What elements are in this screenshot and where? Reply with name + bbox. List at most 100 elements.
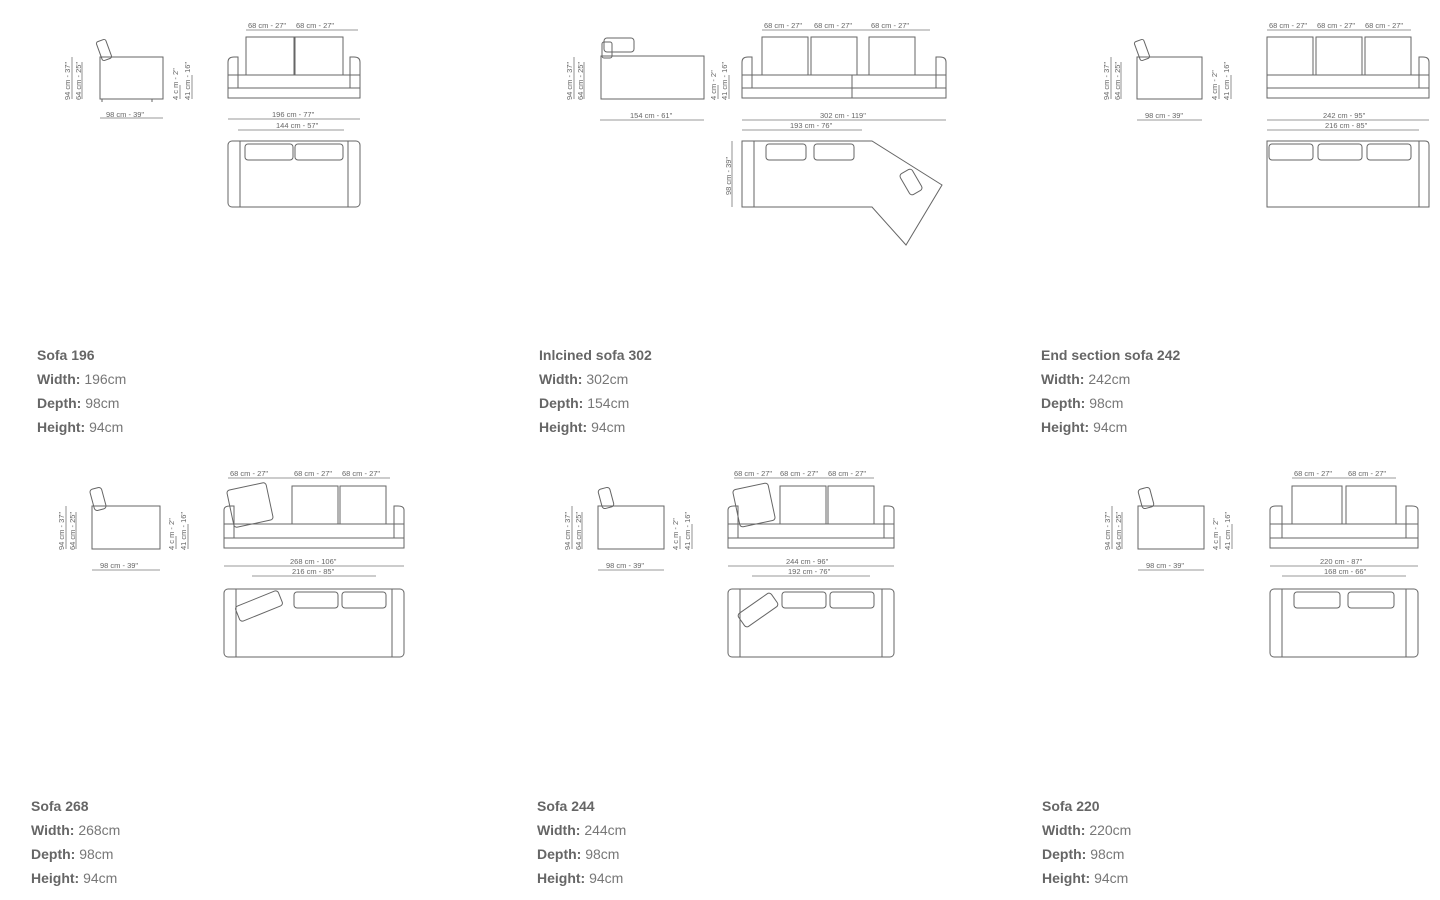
dim-inner-width: 168 cm - 66" xyxy=(1324,567,1367,576)
spec-width-value: 302cm xyxy=(586,371,629,387)
product-name: Sofa 220 xyxy=(1042,798,1100,814)
drawing-svg: 94 cm - 37" 64 cm - 25" 98 cm - 39" 4 c … xyxy=(563,469,895,658)
dim-seat-height: 41 cm - 16" xyxy=(1223,512,1232,550)
dim-cushion: 4 c m - 2" xyxy=(671,518,680,550)
spec-height-value: 94cm xyxy=(1093,419,1128,435)
spec-height: Height: 94cm xyxy=(539,415,652,439)
dim-total-width: 242 cm - 95" xyxy=(1323,111,1366,120)
spec-depth-value: 98cm xyxy=(1090,846,1125,862)
dim-side-depth: 98 cm - 39" xyxy=(1145,111,1183,120)
front-view: 68 cm - 27" 68 cm - 27" 68 cm - 27" 268 … xyxy=(223,469,405,577)
technical-drawing: 94 cm - 37" 64 cm - 25" 98 cm - 39" 4 cm… xyxy=(1034,0,1440,330)
dim-module-2: 68 cm - 27" xyxy=(814,21,852,30)
spec-width: Width: 244cm xyxy=(537,818,626,842)
dim-module-2: 68 cm - 27" xyxy=(1348,469,1386,478)
drawing-svg: 94 cm - 37" 64 cm - 25" 98 cm - 39" 4 c … xyxy=(57,469,405,658)
spec-height-label: Height: xyxy=(539,419,588,435)
spec-depth: Depth: 98cm xyxy=(31,842,120,866)
dim-inner-width: 216 cm - 85" xyxy=(1325,121,1368,130)
dim-module-2: 68 cm - 27" xyxy=(780,469,818,478)
spec-width-label: Width: xyxy=(539,371,583,387)
dim-inner-width: 192 cm - 76" xyxy=(788,567,831,576)
drawing-svg: 94 cm - 37" 64 cm - 25" 154 cm - 61" 4 c… xyxy=(565,21,947,246)
spec-height-value: 94cm xyxy=(83,870,118,886)
spec-depth: Depth: 98cm xyxy=(37,391,126,415)
spec-width-label: Width: xyxy=(31,822,75,838)
dim-height-seat: 64 cm - 25" xyxy=(574,512,583,550)
dim-cushion: 4 c m - 2" xyxy=(167,518,176,550)
spec-height-value: 94cm xyxy=(591,419,626,435)
dim-module-2: 68 cm - 27" xyxy=(294,469,332,478)
spec-height-value: 94cm xyxy=(89,419,124,435)
spec-depth-label: Depth: xyxy=(537,846,582,862)
dim-height-seat: 64 cm - 25" xyxy=(1114,512,1123,550)
spec-depth-label: Depth: xyxy=(31,846,76,862)
dim-height-total: 94 cm - 37" xyxy=(63,62,72,100)
technical-drawing: 94 cm - 37" 64 cm - 25" 154 cm - 61" 4 c… xyxy=(532,0,1002,330)
spec-height-label: Height: xyxy=(537,870,586,886)
dim-module-1: 68 cm - 27" xyxy=(248,21,286,30)
dim-module-1: 68 cm - 27" xyxy=(764,21,802,30)
spec-depth-label: Depth: xyxy=(539,395,584,411)
spec-depth-value: 98cm xyxy=(585,846,620,862)
drawing-svg: 94 cm - 37" 64 cm - 25" 98 cm - 39" 4 c … xyxy=(1103,469,1419,658)
dim-module-3: 68 cm - 27" xyxy=(871,21,909,30)
product-info: End section sofa 242 Width: 242cm Depth:… xyxy=(1041,343,1180,439)
product-info: Inlcined sofa 302 Width: 302cm Depth: 15… xyxy=(539,343,652,439)
spec-width: Width: 220cm xyxy=(1042,818,1131,842)
side-view: 94 cm - 37" 64 cm - 25" 98 cm - 39" 4 cm… xyxy=(1102,38,1232,121)
product-info: Sofa 268 Width: 268cm Depth: 98cm Height… xyxy=(31,794,120,890)
dim-height-seat: 64 cm - 25" xyxy=(1113,62,1122,100)
spec-height: Height: 94cm xyxy=(1041,415,1180,439)
top-view: 98 cm - 39" xyxy=(724,140,943,246)
spec-depth-value: 154cm xyxy=(587,395,630,411)
dim-total-width: 196 cm - 77" xyxy=(272,110,315,119)
dim-module-2: 68 cm - 27" xyxy=(1317,21,1355,30)
side-view: 94 cm - 37" 64 cm - 25" 98 cm - 39" 4 c … xyxy=(1103,486,1233,571)
dim-inner-width: 216 cm - 85" xyxy=(292,567,335,576)
spec-height-label: Height: xyxy=(1042,870,1091,886)
top-view xyxy=(727,588,895,658)
spec-width-value: 196cm xyxy=(84,371,127,387)
product-info: Sofa 244 Width: 244cm Depth: 98cm Height… xyxy=(537,794,626,890)
dim-height-seat: 64 cm - 25" xyxy=(576,62,585,100)
dim-module-1: 68 cm - 27" xyxy=(1269,21,1307,30)
front-view: 68 cm - 27" 68 cm - 27" 196 cm - 77" 144… xyxy=(227,21,361,131)
spec-depth-label: Depth: xyxy=(1042,846,1087,862)
dim-cushion: 4 cm - 2" xyxy=(709,70,718,100)
dim-height-total: 94 cm - 37" xyxy=(563,512,572,550)
spec-depth-label: Depth: xyxy=(1041,395,1086,411)
spec-width-value: 244cm xyxy=(584,822,627,838)
dim-module-1: 68 cm - 27" xyxy=(230,469,268,478)
dim-module-3: 68 cm - 27" xyxy=(1365,21,1403,30)
dim-height-total: 94 cm - 37" xyxy=(1103,512,1112,550)
dim-height-total: 94 cm - 37" xyxy=(1102,62,1111,100)
product-info: Sofa 220 Width: 220cm Depth: 98cm Height… xyxy=(1042,794,1131,890)
dim-total-width: 220 cm - 87" xyxy=(1320,557,1363,566)
product-name: End section sofa 242 xyxy=(1041,347,1181,363)
dim-seat-height: 41 cm - 16" xyxy=(1222,62,1231,100)
spec-height: Height: 94cm xyxy=(537,866,626,890)
spec-height-label: Height: xyxy=(37,419,86,435)
dim-side-depth: 98 cm - 39" xyxy=(100,561,138,570)
spec-width-value: 268cm xyxy=(78,822,121,838)
spec-height-value: 94cm xyxy=(1094,870,1129,886)
spec-width-label: Width: xyxy=(1041,371,1085,387)
spec-width: Width: 302cm xyxy=(539,367,652,391)
dim-seat-height: 41 cm - 16" xyxy=(720,62,729,100)
dim-module-3: 68 cm - 27" xyxy=(342,469,380,478)
dim-cushion: 4 c m - 2" xyxy=(1211,518,1220,550)
side-view: 94 cm - 37" 64 cm - 25" 98 cm - 39" 4 c … xyxy=(57,486,189,571)
dim-height-total: 94 cm - 37" xyxy=(57,512,66,550)
spec-width-value: 220cm xyxy=(1089,822,1132,838)
dim-module-1: 68 cm - 27" xyxy=(1294,469,1332,478)
dim-height-seat: 64 cm - 25" xyxy=(74,62,83,100)
spec-width-value: 242cm xyxy=(1088,371,1131,387)
drawing-svg: 94 cm - 37" 64 cm - 25" 98 cm - 39" 4 c … xyxy=(63,21,361,208)
dim-height-seat: 64 cm - 25" xyxy=(68,512,77,550)
spec-width-label: Width: xyxy=(537,822,581,838)
dim-plan-depth: 98 cm - 39" xyxy=(724,157,733,195)
product-name: Inlcined sofa 302 xyxy=(539,347,652,363)
top-view xyxy=(1269,588,1419,658)
dim-side-depth: 98 cm - 39" xyxy=(606,561,644,570)
